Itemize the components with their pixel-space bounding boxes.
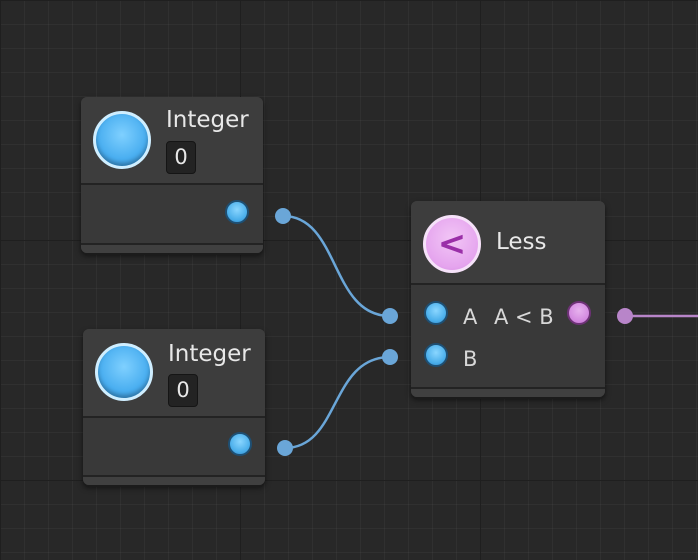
integer-type-icon bbox=[95, 343, 153, 401]
integer-type-icon bbox=[93, 111, 151, 169]
node-footer bbox=[411, 387, 605, 397]
less-node[interactable]: < Less A A < B B bbox=[411, 201, 605, 397]
integer-output-port[interactable] bbox=[228, 432, 252, 456]
integer-node-bottom[interactable]: Integer 0 bbox=[83, 329, 265, 485]
node-title: Integer bbox=[168, 341, 251, 367]
wire-bottom-to-b bbox=[284, 355, 391, 450]
integer-value-field[interactable]: 0 bbox=[166, 141, 196, 174]
node-footer bbox=[81, 243, 263, 253]
integer-node-top[interactable]: Integer 0 bbox=[81, 97, 263, 253]
node-title: Less bbox=[496, 229, 547, 255]
integer-value-field[interactable]: 0 bbox=[168, 374, 198, 407]
integer-output-port[interactable] bbox=[225, 200, 249, 224]
input-a-label: A bbox=[463, 305, 478, 329]
output-label: A < B bbox=[494, 305, 554, 329]
wire-endpoint-input-a[interactable] bbox=[382, 308, 398, 324]
input-port-a[interactable] bbox=[424, 301, 448, 325]
output-port-result[interactable] bbox=[567, 301, 591, 325]
input-port-b[interactable] bbox=[424, 343, 448, 367]
wire-endpoint-bottom-output[interactable] bbox=[277, 440, 293, 456]
node-title: Integer bbox=[166, 107, 249, 133]
wire-endpoint-output[interactable] bbox=[617, 308, 633, 324]
node-footer bbox=[83, 475, 265, 485]
less-than-icon: < bbox=[423, 215, 481, 273]
input-b-label: B bbox=[463, 347, 478, 371]
wire-endpoint-input-b[interactable] bbox=[382, 349, 398, 365]
wire-endpoint-top-output[interactable] bbox=[275, 208, 291, 224]
wire-top-to-a bbox=[282, 214, 391, 318]
